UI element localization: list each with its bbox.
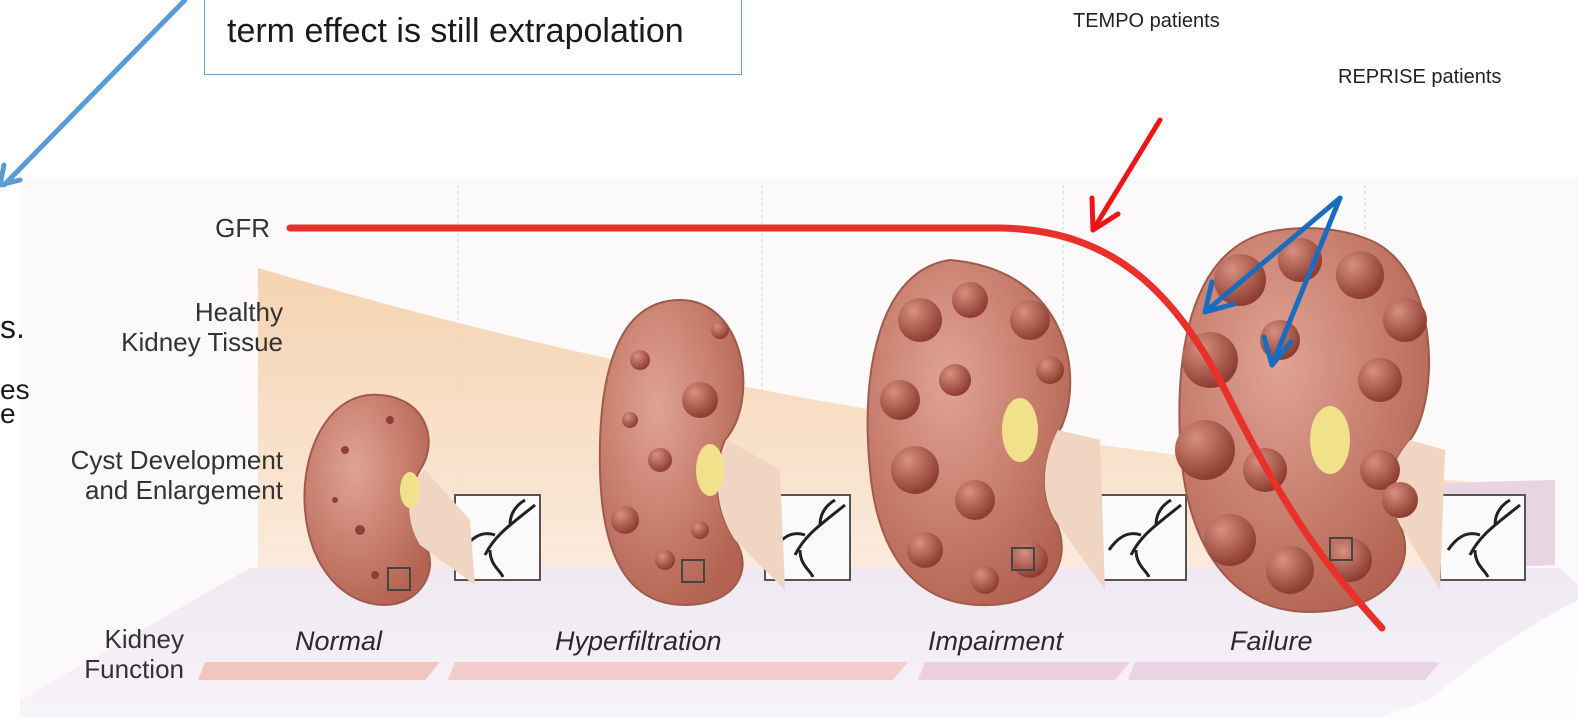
stage-impairment: Impairment xyxy=(928,626,1063,657)
gfr-label: GFR xyxy=(215,213,270,243)
kidney-function-bars xyxy=(198,662,1440,680)
left-cut-text: s. xyxy=(0,312,25,342)
tempo-label: TEMPO patients xyxy=(1073,10,1220,33)
extrapolation-callout: term effect is still extrapolation xyxy=(204,0,742,75)
stage-failure: Failure xyxy=(1230,626,1313,657)
callout-text: term effect is still extrapolation xyxy=(227,9,741,53)
callout-leader-arrow xyxy=(0,0,185,185)
kidney-function-label: Kidney Function xyxy=(84,624,184,684)
stage-hyperfiltration: Hyperfiltration xyxy=(555,626,722,657)
healthy-tissue-label: Healthy Kidney Tissue xyxy=(121,297,283,357)
reprise-label: REPRISE patients xyxy=(1338,66,1501,89)
kidney-failure xyxy=(1175,228,1445,612)
stage-normal: Normal xyxy=(295,626,382,657)
left-cut-text-2: es e xyxy=(0,375,30,429)
cyst-label: Cyst Development and Enlargement xyxy=(71,445,283,505)
